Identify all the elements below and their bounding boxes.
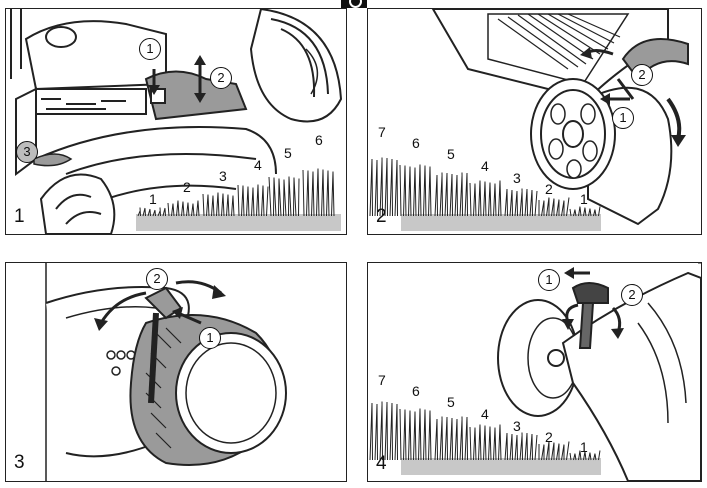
wheel-lever-illustration	[369, 9, 689, 231]
height-label-4: 4	[481, 158, 489, 174]
height-label-1: 1	[580, 191, 588, 207]
callout-3: 3	[16, 141, 38, 163]
height-label-6: 6	[315, 132, 323, 148]
callout-2: 2	[146, 268, 168, 290]
height-label-4: 4	[481, 406, 489, 422]
height-label-1: 1	[149, 191, 157, 207]
height-label-6: 6	[412, 383, 420, 399]
panel-number: 3	[14, 452, 25, 473]
figure-panel-4: 4 1 2 7 6 5 4 3 2 1	[367, 262, 702, 482]
height-label-2: 2	[545, 429, 553, 445]
height-label-3: 3	[513, 170, 521, 186]
height-label-2: 2	[545, 181, 553, 197]
height-label-2: 2	[183, 179, 191, 195]
callout-1: 1	[139, 38, 161, 60]
panel-number: 1	[14, 206, 25, 227]
height-label-5: 5	[284, 145, 292, 161]
wheel-icon	[129, 314, 287, 466]
rear-lever-illustration	[369, 263, 701, 481]
grass-height-icon	[369, 157, 601, 217]
height-label-7: 7	[378, 124, 386, 140]
height-label-7: 7	[378, 372, 386, 388]
figure-panel-3: 3 2 1	[5, 262, 347, 482]
height-label-6: 6	[412, 135, 420, 151]
height-label-5: 5	[447, 146, 455, 162]
figure-panel-2: 2 2 1 7 6 5 4 3 2 1	[367, 8, 702, 235]
rear-wheel-icon	[249, 9, 343, 123]
height-label-1: 1	[580, 439, 588, 455]
wheel-detail-illustration	[45, 263, 346, 481]
front-wheel-icon	[39, 173, 116, 234]
height-label-3: 3	[513, 418, 521, 434]
header-glyph-icon	[341, 0, 367, 8]
lever-icon	[571, 282, 609, 304]
mower-deck-illustration	[10, 9, 343, 234]
callout-1: 1	[199, 327, 221, 349]
callout-1: 1	[538, 269, 560, 291]
panel-number: 2	[376, 206, 387, 227]
height-label-3: 3	[219, 168, 227, 184]
height-label-5: 5	[447, 394, 455, 410]
grass-height-icon	[137, 168, 335, 217]
callout-2: 2	[210, 67, 232, 89]
height-label-4: 4	[254, 157, 262, 173]
wheel-icon	[530, 78, 616, 190]
grass-height-icon	[369, 401, 601, 461]
figure-panel-1: 1 1 2 3 1 2 3 4 5 6	[5, 8, 347, 235]
wheel-icon	[497, 299, 579, 417]
panel-number: 4	[376, 453, 387, 474]
callout-2: 2	[621, 284, 643, 306]
callout-2: 2	[631, 64, 653, 86]
callout-1: 1	[612, 107, 634, 129]
